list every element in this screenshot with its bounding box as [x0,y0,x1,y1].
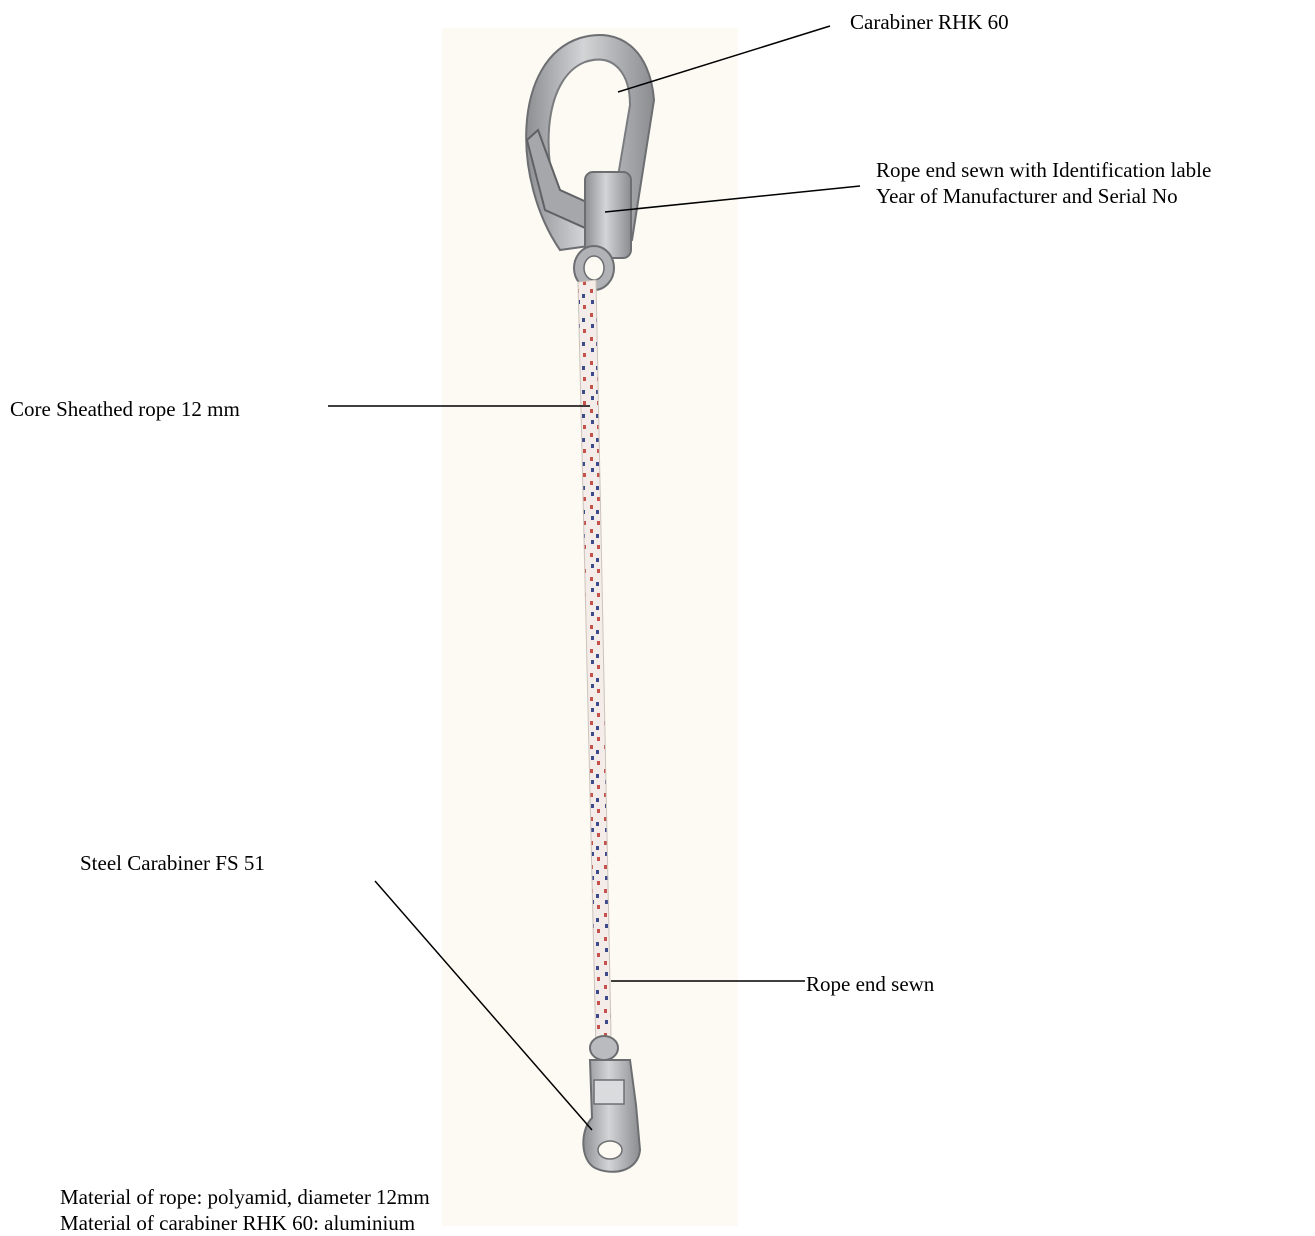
note-carabiner-material: Material of carabiner RHK 60: aluminium [60,1210,430,1236]
label-rope-end-line2: Year of Manufacturer and Serial No [876,183,1211,209]
label-rope-end-sewn: Rope end sewn [806,971,934,997]
label-rope-end-line1: Rope end sewn with Identification lable [876,157,1211,183]
label-carabiner-rhk60: Carabiner RHK 60 [850,9,1009,35]
note-rope-material: Material of rope: polyamid, diameter 12m… [60,1184,430,1210]
label-core-sheathed-rope: Core Sheathed rope 12 mm [10,396,240,422]
label-rope-end-identification: Rope end sewn with Identification lable … [876,157,1211,209]
material-notes: Material of rope: polyamid, diameter 12m… [60,1184,430,1236]
label-steel-carabiner-fs51: Steel Carabiner FS 51 [80,850,265,876]
